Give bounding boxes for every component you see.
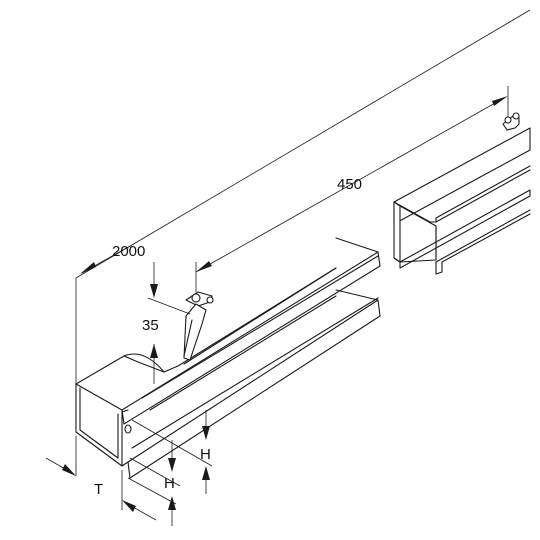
label-2000: 2000 [112,243,145,260]
dimension-450: 450 [195,86,509,292]
label-450: 450 [337,176,362,193]
dimension-2000: 2000 [75,9,531,432]
near-top-rail [121,251,381,425]
extension-line-top [75,9,531,279]
dimension-35: 35 [142,262,191,384]
arrow-head-t-right [122,500,136,512]
arrow-head-450-right [492,96,508,106]
far-bottom-face [399,189,531,269]
mounting-hole [124,424,132,434]
arrow-head-450-left [196,261,212,272]
arrow-head-t-left [62,464,76,476]
dim-line-450 [195,97,505,273]
channel-near-section [75,237,381,479]
clip-far [502,112,520,131]
arrow-head-2000 [80,262,96,274]
cut-curve [123,353,165,373]
label-t: T [94,481,103,498]
label-35: 35 [142,317,159,334]
near-end-outline [75,383,123,467]
arrow-head-35-top [150,284,158,298]
far-end-left [393,201,401,263]
near-bottom-rail [127,299,381,479]
clip-near [183,291,214,361]
label-h-lower: H [164,475,175,492]
dimension-t: T [45,436,157,521]
arrow-head-35-bottom [150,344,158,358]
dimension-h-lower: H [127,440,181,526]
far-top-face [393,127,531,225]
channel-far-section [393,127,531,275]
clip-near-leg [183,303,207,361]
label-h-upper: H [200,446,211,463]
